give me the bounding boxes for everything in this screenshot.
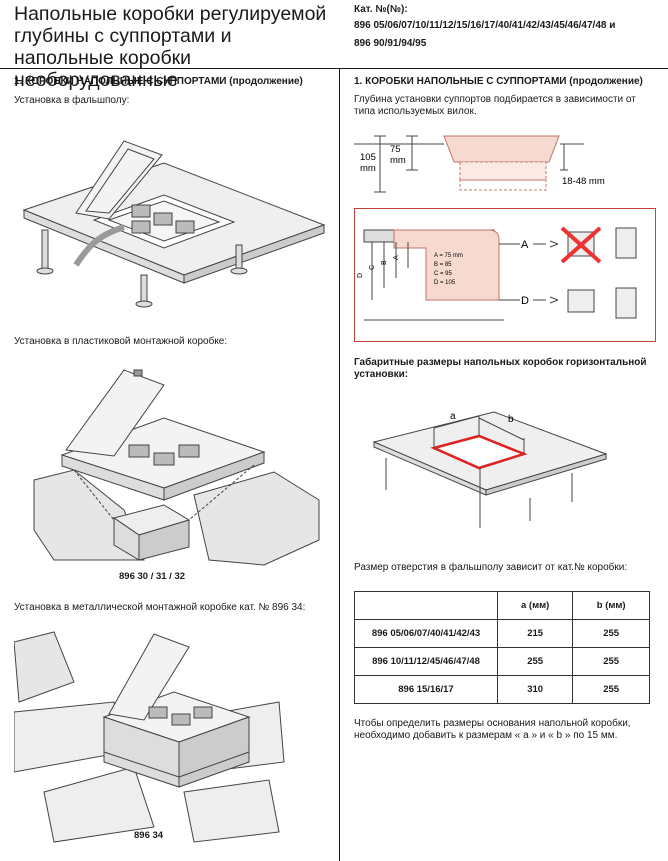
table-cell: 255 [572,647,650,676]
legend-b: B = 85 [434,262,452,268]
column-divider [339,68,340,861]
dimensions-table: a (мм) b (мм) 896 05/06/07/40/41/42/43 2… [354,591,650,704]
table-row: 896 10/11/12/45/46/47/48 255 255 [354,647,650,676]
caption-metal-box: Установка в металлической монтажной коро… [14,602,306,613]
title-line: напольные коробки необорудованные [14,47,192,91]
legend-d: D = 105 [434,280,456,286]
table-header: b (мм) [572,591,650,620]
table-header [354,591,498,620]
axis-letter-c: C [369,265,376,270]
intro-line: типа используемых вилок. [354,106,477,117]
plastic-box-illustration [33,369,320,566]
footer-line: необходимо добавить к размерам « a » и «… [354,730,618,741]
legend-a: A = 75 mm [434,253,463,259]
metal-box-illustration [14,631,285,843]
dim-b-label: b [508,414,514,425]
dims-title-line: Габаритные размеры напольных коробок гор… [354,357,647,368]
caption-plastic-box: Установка в пластиковой монтажной коробк… [14,336,228,347]
table-cell: 310 [496,675,574,704]
plug-label-a: A [521,239,529,251]
table-header-row: a (мм) b (мм) [354,591,650,620]
legend-c: C = 95 [434,271,453,277]
support-depth-figure: 105 mm 75 mm 18-48 mm [354,135,605,193]
caption-raised-floor: Установка в фальшполу: [14,95,130,106]
catalog-numbers: 896 05/06/07/10/11/12/15/16/17/40/41/42/… [354,19,615,51]
dim-105-unit: mm [360,163,376,174]
plug-label-d: D [521,295,529,307]
right-section-title: 1. КОРОБКИ НАПОЛЬНЫЕ С СУППОРТАМИ (продо… [354,76,643,87]
catalog-label: Кат. №(№): [354,4,408,15]
dim-range: 18-48 mm [562,176,605,187]
table-cell: 896 15/16/17 [354,675,498,704]
footer-line: Чтобы определить размеры основания напол… [354,718,631,729]
table-cell: 215 [496,619,574,648]
hole-size-text: Размер отверстия в фальшполу зависит от … [354,562,628,573]
catalog-line: 896 05/06/07/10/11/12/15/16/17/40/41/42/… [354,20,616,31]
hole-dimensions-figure: a b [372,411,608,528]
table-cell: 255 [572,675,650,704]
table-cell: 255 [496,647,574,676]
axis-letter-a: A [393,255,400,260]
catalog-line: 896 90/91/94/95 [354,38,427,49]
page-title: Напольные коробки регулируемой глубины с… [14,3,344,91]
table-row: 896 15/16/17 310 255 [354,675,650,704]
plug-depth-figure: A = 75 mm B = 85 C = 95 D = 105 A D D C … [354,208,656,342]
left-section-title: 1. КОРОБКИ НАПОЛЬНЫЕ С СУППОРТАМИ (продо… [14,76,303,87]
plastic-box-ref: 896 30 / 31 / 32 [119,571,186,582]
table-row: 896 05/06/07/40/41/42/43 215 255 [354,619,650,648]
intro-text: Глубина установки суппортов подбирается … [354,94,636,118]
dims-title: Габаритные размеры напольных коробок гор… [354,357,647,381]
table-cell: 896 05/06/07/40/41/42/43 [354,619,498,648]
metal-box-ref: 896 34 [134,830,164,841]
axis-letter-b: B [381,260,388,265]
dim-a-label: a [450,411,456,422]
axis-letter-d: D [357,273,364,278]
dims-title-line: установки: [354,369,409,380]
dim-75: 75 [390,144,401,155]
header-divider [0,68,668,69]
title-line: глубины с суппортами и [14,25,232,47]
title-line: Напольные коробки регулируемой [14,3,327,25]
dim-75-unit: mm [390,155,406,166]
table-cell: 896 10/11/12/45/46/47/48 [354,647,498,676]
table-header: a (мм) [496,591,574,620]
dim-105: 105 [360,152,376,163]
footer-note: Чтобы определить размеры основания напол… [354,718,631,742]
intro-line: Глубина установки суппортов подбирается … [354,94,636,105]
table-cell: 255 [572,619,650,648]
raised-floor-illustration [22,140,326,308]
